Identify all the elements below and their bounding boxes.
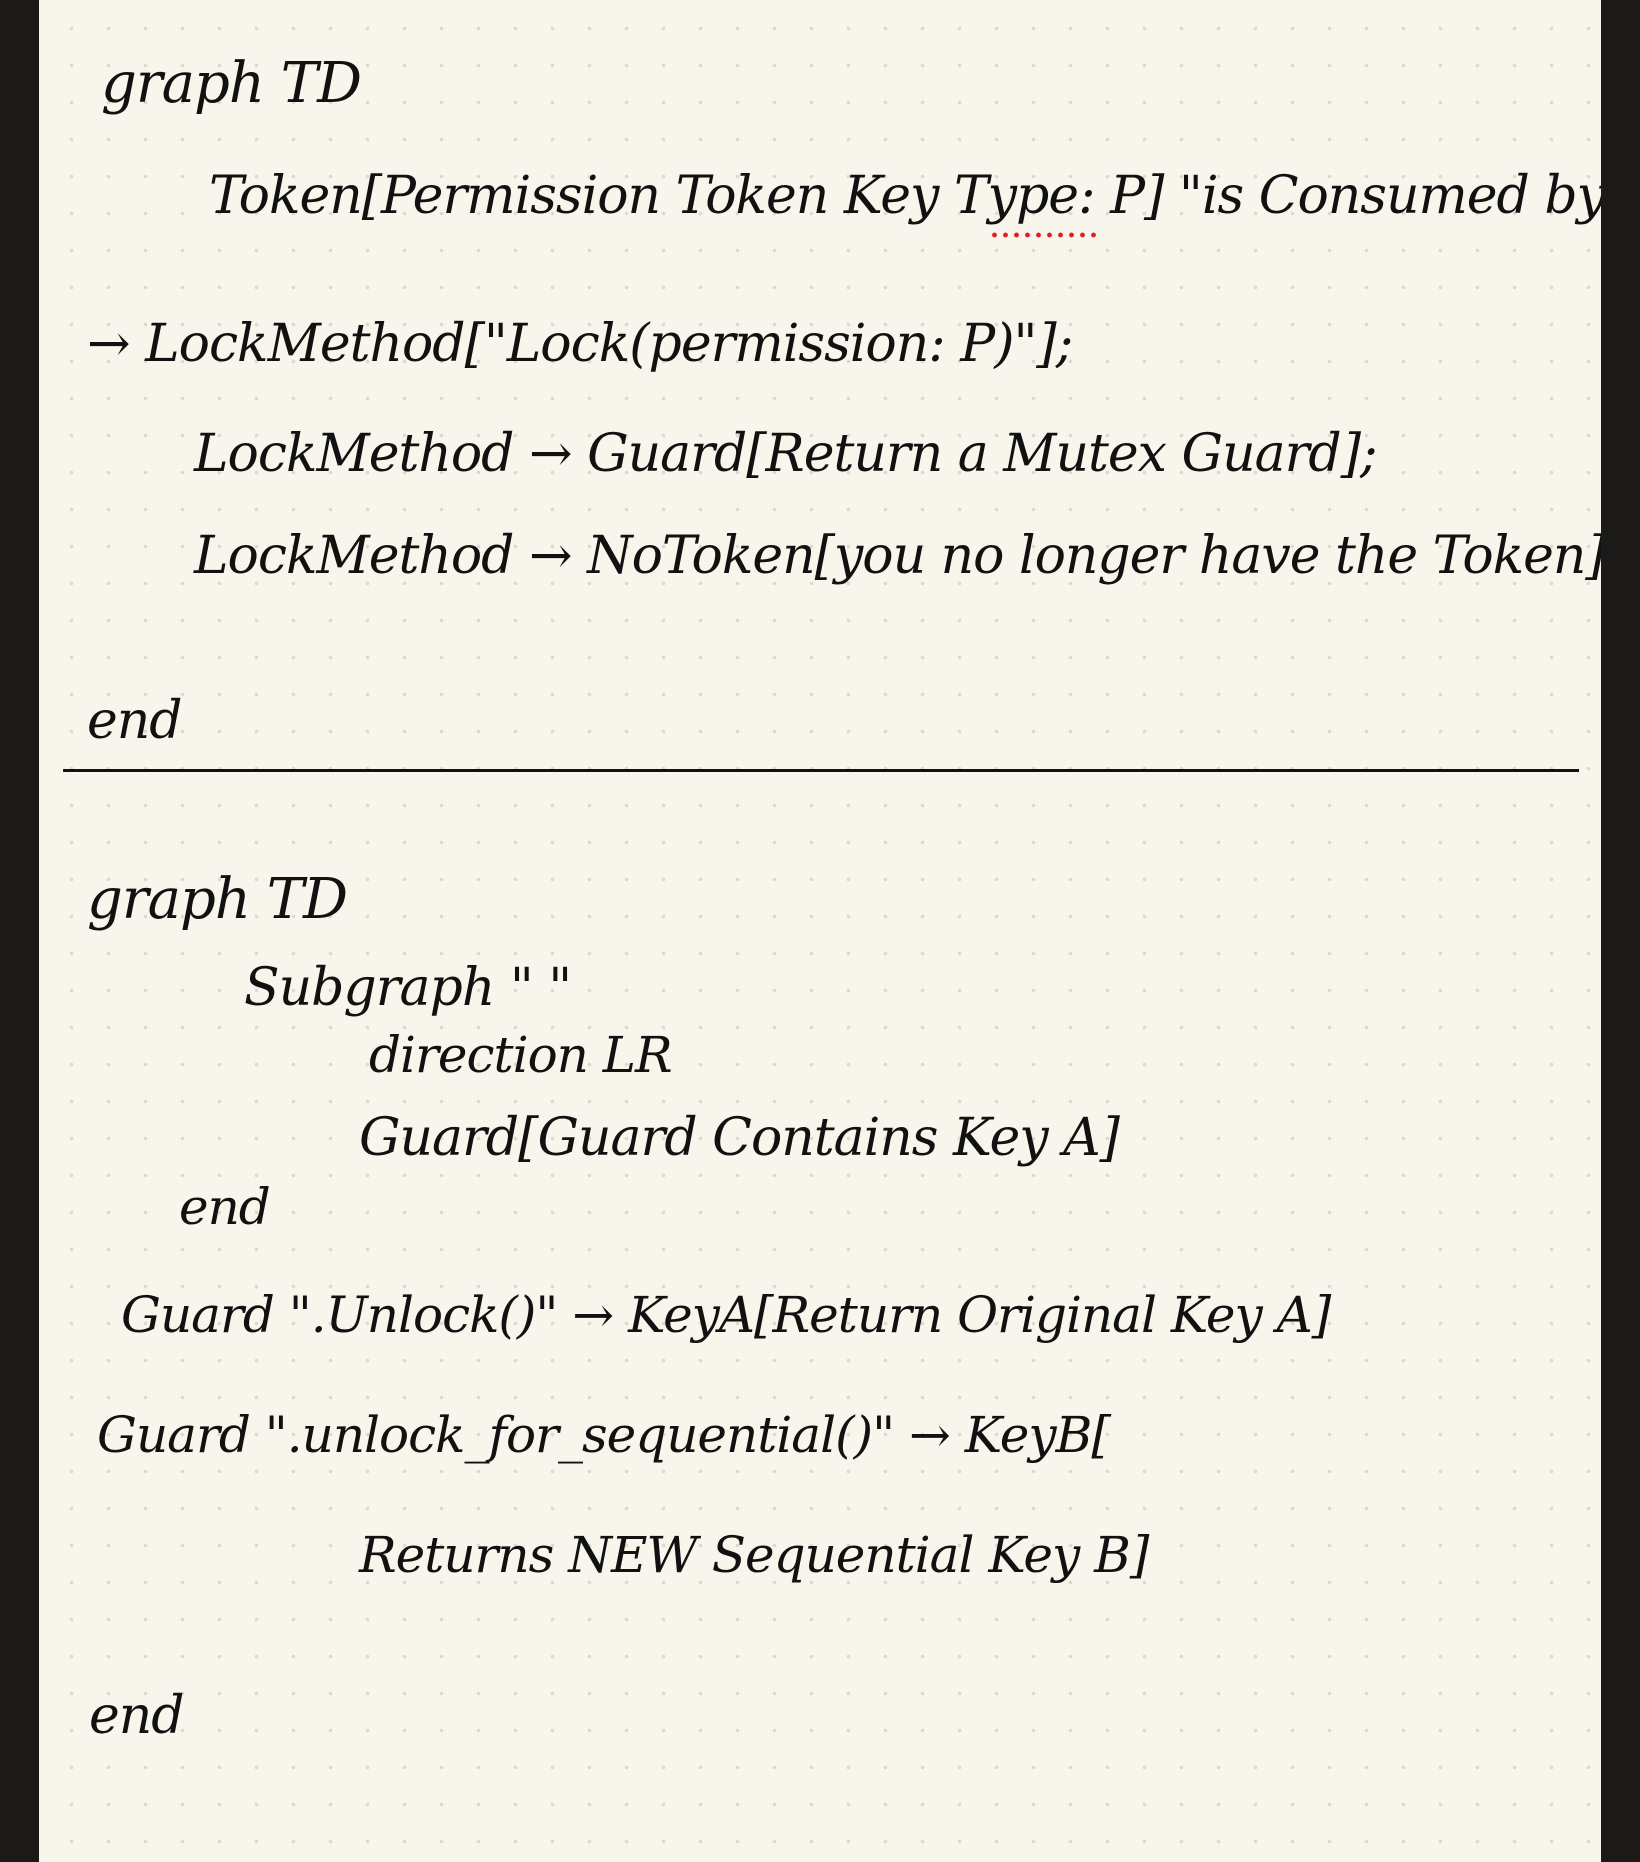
- block2-guard-node-line: Guard[Guard Contains Key A]: [359, 1108, 1120, 1168]
- section-divider: [63, 769, 1579, 772]
- block1-lock-method-line: → LockMethod["Lock(permission: P)"];: [87, 314, 1073, 374]
- spellcheck-underline: [989, 232, 1099, 238]
- block1-end: end: [87, 691, 183, 751]
- block1-graph-header: graph TD: [101, 51, 362, 116]
- block1-no-token-line: LockMethod → NoToken[you no longer have …: [194, 526, 1601, 586]
- block1-guard-line: LockMethod → Guard[Return a Mutex Guard]…: [194, 424, 1378, 484]
- block2-direction-line: direction LR: [369, 1026, 673, 1084]
- block2-unlock-line: Guard ".Unlock()" → KeyA[Return Original…: [121, 1286, 1331, 1344]
- block2-returns-new-key-line: Returns NEW Sequential Key B]: [359, 1526, 1149, 1584]
- block2-unlock-sequential-line: Guard ".unlock_for_sequential()" → KeyB[: [97, 1406, 1111, 1464]
- block1-token-line: Token[Permission Token Key Type: P] "is …: [209, 166, 1601, 226]
- block2-graph-header: graph TD: [87, 867, 348, 932]
- notebook-page: graph TD Token[Permission Token Key Type…: [39, 0, 1601, 1862]
- block2-end: end: [89, 1686, 185, 1746]
- block2-subgraph-end: end: [179, 1178, 271, 1236]
- block2-subgraph-line: Subgraph " ": [244, 958, 572, 1018]
